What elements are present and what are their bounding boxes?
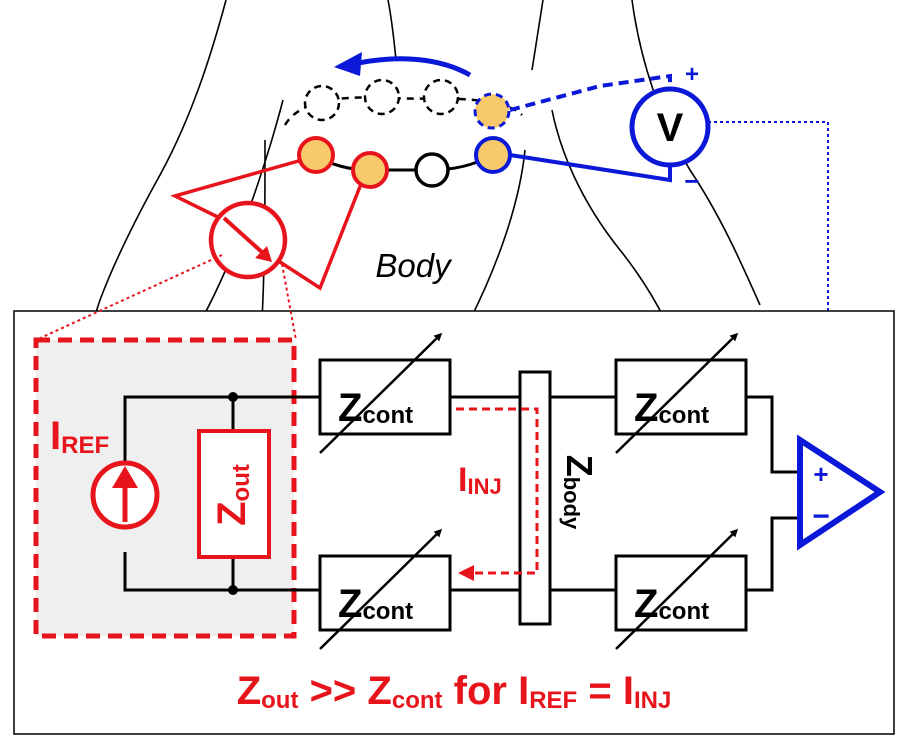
- zoom-connectors: [35, 254, 297, 341]
- iinj-label: IINJ: [458, 461, 502, 499]
- iinj-path: [456, 407, 539, 581]
- svg-text:Zcont: Zcont: [634, 386, 709, 430]
- condition-statement: Zout >> Zcont for IREF = IINJ: [237, 669, 672, 714]
- body-label: Body: [375, 247, 453, 284]
- current-source-iref: [90, 460, 160, 530]
- junction-top: [228, 392, 238, 402]
- front-electrode-blue: [474, 136, 512, 174]
- left-torso-line: [89, 0, 227, 341]
- svg-text:Zcont: Zcont: [338, 386, 413, 430]
- iref-label: IREF: [50, 414, 109, 459]
- back-electrode-3: [422, 78, 460, 116]
- neck-left: [387, 0, 397, 61]
- circuit-wiring: [123, 395, 800, 592]
- junction-bottom: [228, 585, 238, 595]
- svg-text:Zcont: Zcont: [338, 582, 413, 626]
- voltmeter-plus: +: [685, 61, 699, 88]
- neck-right: [531, 0, 544, 71]
- injection-wiring: [170, 158, 363, 291]
- amp-minus: −: [812, 500, 830, 533]
- zout-box: [197, 429, 271, 559]
- right-inner-line: [551, 109, 666, 321]
- zbody-label: Zbody: [559, 455, 600, 530]
- voltmeter-minus: −: [684, 166, 699, 196]
- front-electrode-ring: [297, 136, 512, 189]
- back-electrode-4: [473, 92, 511, 130]
- voltmeter-circle: [629, 86, 711, 168]
- amplifier: + −: [797, 434, 886, 551]
- current-source-symbol-top: [208, 200, 288, 280]
- right-torso-line: [631, 0, 761, 306]
- zcont-top-left: Zcont: [318, 332, 452, 454]
- front-electrode-red-2: [351, 151, 389, 189]
- back-electrode-1: [303, 84, 341, 122]
- back-electrode-ring: [283, 78, 523, 130]
- amp-plus: +: [813, 459, 828, 489]
- zcont-bottom-left: Zcont: [318, 528, 452, 650]
- zcont-top-right: Zcont: [614, 332, 748, 454]
- rotation-arrow: [334, 52, 472, 78]
- front-electrode-empty: [414, 152, 450, 188]
- zout-label: Zout: [210, 464, 255, 526]
- back-electrode-2: [363, 78, 401, 116]
- zbody-box: [518, 370, 552, 626]
- svg-text:Zcont: Zcont: [634, 582, 709, 626]
- zcont-bottom-right: Zcont: [614, 528, 748, 650]
- voltmeter-symbol: V: [657, 106, 684, 150]
- right-shoulder-line: [469, 149, 526, 321]
- voltmeter: V + −: [509, 61, 834, 440]
- front-electrode-red-1: [297, 136, 335, 174]
